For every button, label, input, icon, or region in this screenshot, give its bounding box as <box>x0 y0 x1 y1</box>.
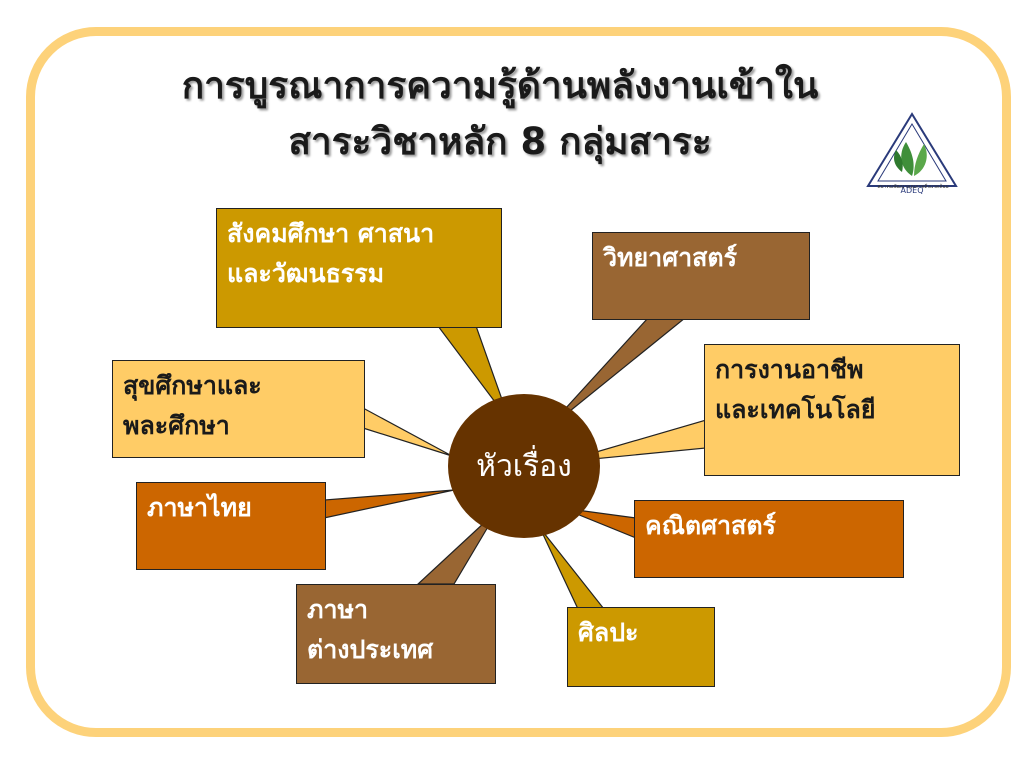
topic-box-art: ศิลปะ <box>567 607 715 687</box>
topic-line: และเทคโนโลยี <box>715 395 876 424</box>
topic-box-health: สุขศึกษาและ พละศึกษา <box>112 360 365 458</box>
topic-line: วิทยาศาสตร์ <box>603 243 738 272</box>
center-topic-circle: หัวเรื่อง <box>448 394 600 538</box>
topic-line: สุขศึกษาและ <box>123 371 262 400</box>
topic-line: ศิลปะ <box>578 618 639 647</box>
topic-line: พละศึกษา <box>123 411 230 440</box>
topic-box-science: วิทยาศาสตร์ <box>592 232 810 320</box>
topic-box-social: สังคมศึกษา ศาสนา และวัฒนธรรม <box>216 208 502 328</box>
topic-line: คณิตศาสตร์ <box>645 511 776 540</box>
title-line-2: สาระวิชาหลัก 8 กลุ่มสาระ <box>288 120 712 163</box>
title-line-1: การบูรณาการความรู้ด้านพลังงานเข้าใน <box>181 64 819 107</box>
logo-text: ADEQ <box>901 186 924 194</box>
topic-box-career: การงานอาชีพ และเทคโนโลยี <box>704 344 960 476</box>
adeq-logo-icon: ADEQ <box>866 112 958 194</box>
center-label: หัวเรื่อง <box>476 448 572 484</box>
topic-box-thai: ภาษาไทย <box>136 482 326 570</box>
pointer-thai <box>323 489 455 519</box>
topic-line: ภาษาไทย <box>147 493 252 522</box>
pointer-art <box>539 527 606 610</box>
slide-title: การบูรณาการความรู้ด้านพลังงานเข้าใน สาระ… <box>90 58 910 170</box>
topic-line: การงานอาชีพ <box>715 355 864 384</box>
topic-line: และวัฒนธรรม <box>227 259 385 288</box>
topic-line: ภาษา <box>307 595 369 624</box>
pointer-health <box>362 406 453 457</box>
topic-box-foreign: ภาษา ต่างประเทศ <box>296 584 496 684</box>
topic-box-math: คณิตศาสตร์ <box>634 500 904 578</box>
topic-line: ต่างประเทศ <box>307 635 434 664</box>
topic-line: สังคมศึกษา ศาสนา <box>227 219 435 248</box>
logo-subtitle: สมาคมพัฒนาคุณภาพสิ่งแวดล้อม <box>877 184 949 190</box>
